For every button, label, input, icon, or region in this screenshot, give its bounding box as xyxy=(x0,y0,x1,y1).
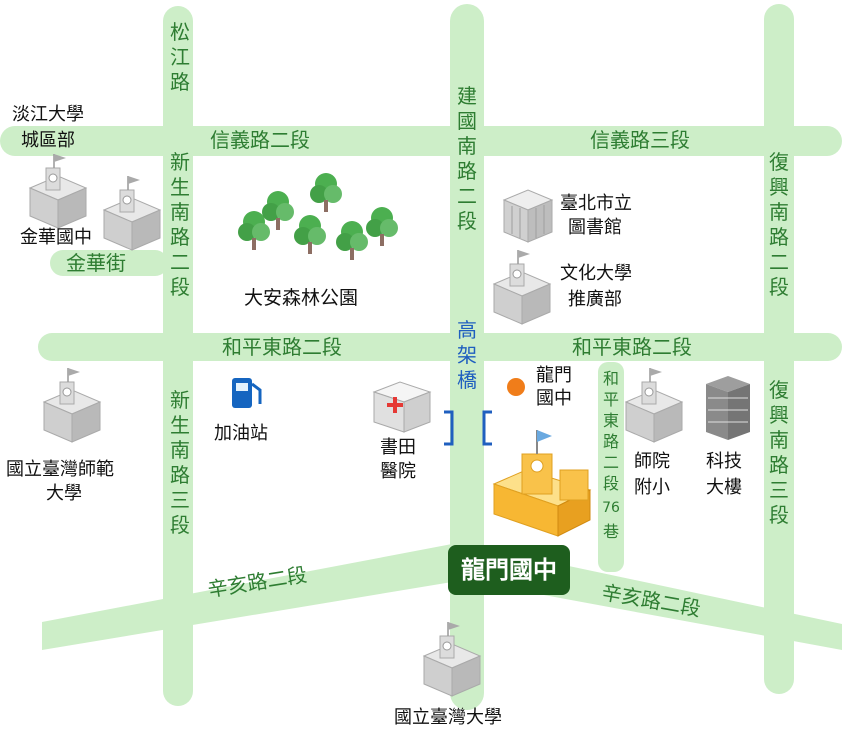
tree-icon xyxy=(262,191,294,230)
road-label-xinsheng2: 新生南路二段 xyxy=(170,150,190,299)
road-label-lane-number: 76 xyxy=(602,500,620,516)
place-library-line1: 臺北市立 xyxy=(560,193,632,214)
library-building-icon xyxy=(502,189,554,243)
road-label-xinyi2: 信義路二段 xyxy=(210,128,310,152)
xinhai-road-right xyxy=(484,548,842,650)
road-label-xinyi3: 信義路三段 xyxy=(590,128,690,152)
place-ntnu-affil-line1: 師院 xyxy=(634,451,670,472)
road-label-fuxing2: 復興南路二段 xyxy=(769,150,789,299)
heping-road xyxy=(38,333,842,361)
xinsheng-road xyxy=(163,6,193,706)
elevated-bracket-left xyxy=(444,410,454,446)
place-gas-station: 加油站 xyxy=(214,423,268,444)
place-jinhua-school: 金華國中 xyxy=(20,227,92,248)
tree-icon xyxy=(366,207,398,246)
road-label-songjiang: 松江路 xyxy=(170,20,190,94)
place-pccu-line2: 推廣部 xyxy=(568,289,622,310)
school-building-icon xyxy=(625,367,683,443)
xinyi-road xyxy=(0,126,842,156)
place-tech-line2: 大樓 xyxy=(706,477,742,498)
place-ntu: 國立臺灣大學 xyxy=(394,707,502,728)
heping-lane xyxy=(598,362,624,572)
gas-pump-icon xyxy=(232,378,262,408)
tree-icon xyxy=(310,173,342,212)
road-label-elevated: 高架橋 xyxy=(457,318,477,392)
tree-icon xyxy=(294,215,326,254)
school-building-icon xyxy=(493,249,551,325)
place-hospital-line1: 書田 xyxy=(380,437,416,458)
highlight-label: 龍門國中 xyxy=(448,545,570,595)
xinhai-road-left xyxy=(42,544,452,650)
school-building-icon xyxy=(43,367,101,443)
school-building-icon xyxy=(103,175,161,251)
road-label-heping-lane: 和平東路二段 xyxy=(602,369,619,493)
place-longmen-marker: 龍門國中 xyxy=(536,365,572,409)
place-tamkang: 淡江大學城區部 xyxy=(12,104,84,151)
tree-icon xyxy=(336,221,368,260)
fuxing-road xyxy=(764,4,794,694)
location-marker-icon xyxy=(507,378,525,396)
road-label-xinsheng3: 新生南路三段 xyxy=(170,388,190,537)
place-hospital-line2: 醫院 xyxy=(380,461,416,482)
place-daan-park: 大安森林公園 xyxy=(244,287,359,309)
elevated-bracket-right xyxy=(482,410,492,446)
place-pccu-line1: 文化大學 xyxy=(560,263,632,284)
road-label-jinhua: 金華街 xyxy=(66,251,126,275)
road-label-heping-left: 和平東路二段 xyxy=(222,335,342,359)
school-building-icon xyxy=(492,430,592,537)
office-tower-icon xyxy=(706,376,750,440)
hospital-icon xyxy=(372,381,432,433)
place-ntnu-affil-line2: 附小 xyxy=(634,477,670,498)
road-label-lane-suffix: 巷 xyxy=(602,522,619,541)
place-ntnu-line1: 國立臺灣師範 xyxy=(6,459,114,480)
road-label-heping-right: 和平東路二段 xyxy=(572,335,692,359)
school-building-icon xyxy=(29,153,87,229)
road-label-jianguo2: 建國南路二段 xyxy=(457,84,477,233)
road-label-fuxing3: 復興南路三段 xyxy=(769,378,789,527)
jinhua-street xyxy=(50,250,168,276)
place-tech-line1: 科技 xyxy=(706,451,742,472)
jianguo-road xyxy=(450,4,484,710)
place-ntnu-line2: 大學 xyxy=(46,483,82,504)
place-library-line2: 圖書館 xyxy=(568,217,622,238)
